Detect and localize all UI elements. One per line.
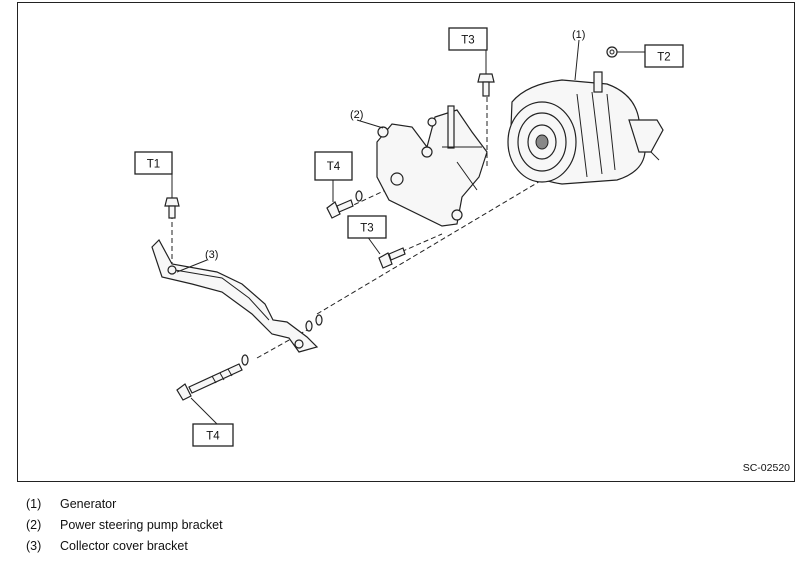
svg-text:T3: T3 — [360, 223, 373, 235]
washer-2 — [305, 320, 313, 332]
washer-4 — [241, 354, 249, 366]
t4-mid-bolt-part — [326, 199, 354, 219]
svg-text:T1: T1 — [147, 159, 160, 171]
parts-legend: (1) Generator (2) Power steering pump br… — [26, 497, 223, 560]
legend-item: (3) Collector cover bracket — [26, 539, 223, 560]
t3-mid-bolt-part — [378, 247, 406, 269]
svg-text:T3: T3 — [461, 35, 474, 47]
torque-tag-t2: T2 — [644, 44, 684, 68]
exploded-view-diagram: T1 T2 T3 T4 T3 T4 (1) (2) (3) — [134, 27, 684, 447]
t2-nut-part — [606, 46, 645, 58]
svg-text:T4: T4 — [206, 431, 220, 443]
figure-code: SC-02520 — [742, 462, 790, 474]
callout-bracket: (2) — [350, 109, 363, 121]
legend-number: (3) — [26, 539, 42, 553]
torque-tag-t3-top: T3 — [448, 27, 488, 51]
leader-collector — [176, 259, 208, 273]
alignment-line-lower — [256, 329, 308, 359]
power-steering-bracket-part — [376, 105, 488, 227]
legend-label: Power steering pump bracket — [60, 518, 223, 532]
figure-frame — [17, 2, 795, 482]
torque-tag-t1: T1 — [134, 151, 173, 175]
legend-label: Collector cover bracket — [60, 539, 188, 553]
leader-generator — [574, 39, 580, 81]
svg-text:T4: T4 — [327, 161, 341, 173]
t3-top-bolt-part — [477, 73, 495, 97]
legend-number: (2) — [26, 518, 42, 532]
svg-text:T2: T2 — [657, 52, 670, 64]
callout-collector: (3) — [205, 249, 218, 261]
legend-label: Generator — [60, 497, 117, 511]
leader-t4-bottom — [190, 397, 218, 425]
leader-t3-mid — [366, 235, 381, 255]
t1-bolt-part — [164, 197, 180, 219]
torque-tag-t3-mid: T3 — [347, 215, 387, 239]
leader-bracket — [356, 119, 384, 129]
callout-generator: (1) — [572, 29, 585, 41]
collector-cover-bracket-part — [151, 239, 319, 353]
t4-long-bolt-part — [176, 363, 243, 401]
washer-3 — [315, 314, 323, 326]
torque-tag-t4-bottom: T4 — [192, 423, 234, 447]
legend-item: (1) Generator — [26, 497, 223, 518]
torque-tag-t4-mid: T4 — [314, 151, 353, 181]
legend-number: (1) — [26, 497, 42, 511]
generator-part — [507, 71, 664, 185]
washer-1 — [355, 190, 363, 202]
legend-item: (2) Power steering pump bracket — [26, 518, 223, 539]
alignment-line-long — [316, 173, 553, 315]
